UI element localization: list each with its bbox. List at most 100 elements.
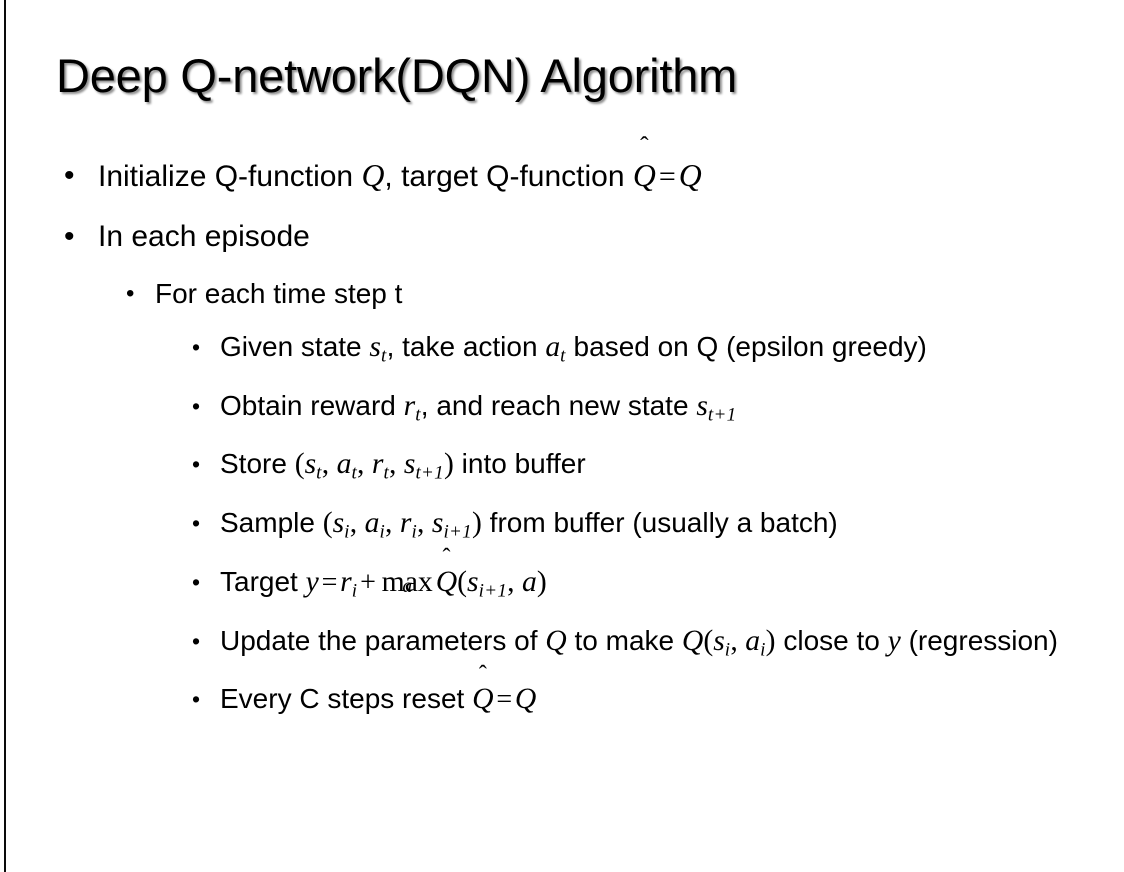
math-var-q: Q (681, 624, 704, 657)
math-subscript: i (724, 639, 731, 661)
list-item-text: Initialize Q-function Q, target Q-functi… (98, 146, 1124, 207)
math-separator: , (357, 448, 372, 481)
text-fragment: Store (220, 448, 295, 480)
list-item-text: Sample (si, ai, ri, si+1) from buffer (u… (220, 500, 1124, 556)
math-var-s: s (403, 448, 416, 481)
bullet-glyph: • (192, 334, 201, 360)
list-item-text: For each time step t (155, 278, 403, 309)
math-equals: = (496, 684, 513, 716)
math-var-q: Q (472, 683, 494, 716)
math-subscript: i (411, 521, 418, 543)
math-equals: = (321, 566, 338, 598)
math-paren-open: ( (294, 448, 305, 481)
math-var-a: a (522, 565, 537, 598)
math-paren-close: ) (765, 624, 776, 657)
list-item-target-equation: • Target y=ri+maxâQ(si+1, a) (0, 556, 1124, 615)
text-fragment: close to (775, 624, 888, 656)
math-var-a: a (364, 507, 380, 540)
math-subscript: i+1 (443, 521, 472, 543)
bullet-glyph: • (192, 451, 201, 478)
text-fragment: to make (566, 624, 682, 656)
math-paren-open: ( (457, 565, 468, 598)
left-edge-rule (4, 0, 6, 872)
math-subscript: i (379, 521, 386, 543)
math-var-q: Q (632, 158, 656, 193)
text-fragment: Initialize Q-function (98, 160, 362, 193)
math-separator: , (385, 507, 400, 540)
text-fragment: Sample (220, 507, 323, 539)
list-item-text: Every C steps reset ̂Q=Q (220, 676, 1124, 723)
math-subscript: t+1 (415, 463, 444, 485)
math-paren-open: ( (322, 507, 333, 540)
math-var-q-hat: ̂Q (436, 559, 457, 605)
bullet-glyph: • (192, 686, 201, 713)
text-fragment: into buffer (453, 448, 586, 480)
text-fragment: , and reach new state (420, 389, 697, 421)
text-fragment: , take action (386, 331, 546, 362)
text-fragment: from buffer (usually a batch) (481, 507, 838, 539)
math-var-q: Q (514, 683, 537, 716)
list-item-store-transition: • Store (st, at, rt, st+1) into buffer (0, 438, 1124, 497)
math-var-s: s (467, 565, 479, 598)
bullet-glyph: • (64, 159, 75, 192)
list-item-text: Store (st, at, rt, st+1) into buffer (220, 441, 1124, 497)
bullet-glyph: • (126, 280, 135, 307)
text-fragment: based on Q (epsilon greedy) (565, 331, 927, 362)
math-var-s: s (332, 507, 345, 540)
list-item-in-each-episode: • In each episode (0, 207, 1124, 267)
math-var-q: Q (435, 565, 458, 598)
list-item-text: Target y=ri+maxâQ(si+1, a) (220, 559, 1124, 615)
bullet-glyph: • (192, 568, 201, 595)
math-var-s: s (431, 507, 444, 540)
text-fragment: , target Q-function (384, 160, 633, 193)
math-var-y: y (305, 565, 319, 598)
math-subscript: t+1 (707, 404, 737, 426)
math-paren-close: ) (536, 565, 547, 598)
math-var-q-hat: ̂Q (633, 146, 656, 207)
max-label: max (381, 565, 433, 598)
math-subscript: t (560, 345, 566, 367)
math-subscript: t (415, 404, 421, 426)
math-var-q: Q (545, 624, 567, 657)
list-item-obtain-reward: • Obtain reward rt, and reach new state … (0, 380, 1124, 439)
list-item-text: In each episode (98, 220, 310, 253)
math-var-s: s (713, 624, 725, 657)
math-subscript: i (760, 639, 766, 661)
math-var-r: r (399, 507, 412, 540)
math-plus: + (360, 566, 376, 598)
math-var-s: s (696, 389, 708, 422)
text-fragment: (regression) (900, 624, 1058, 656)
math-separator: , (417, 507, 432, 540)
math-var-s: s (369, 331, 381, 363)
math-separator: , (321, 448, 337, 481)
math-var-q-hat: ̂Q (472, 676, 493, 722)
bullet-glyph: • (192, 510, 201, 537)
list-item-for-each-time-step: • For each time step t (0, 267, 1124, 321)
page-title: Deep Q-network(DQN) Algorithm (56, 49, 738, 102)
list-item-given-state: • Given state st, take action at based o… (0, 321, 1124, 380)
list-item-text: Given state st, take action at based on … (220, 324, 1124, 380)
text-fragment: Every C steps reset (220, 683, 473, 715)
bullet-glyph: • (192, 392, 201, 419)
math-subscript: i (344, 521, 350, 543)
math-subscript: t (316, 463, 322, 485)
math-var-a: a (336, 448, 352, 481)
math-subscript: t (351, 463, 358, 485)
math-separator: , (730, 624, 746, 657)
bullet-glyph: • (64, 220, 75, 253)
algorithm-bullet-list: • Initialize Q-function Q, target Q-func… (0, 146, 1124, 723)
list-item-reset-target-network: • Every C steps reset ̂Q=Q (0, 673, 1124, 723)
math-var-q: Q (361, 158, 385, 193)
math-var-s: s (304, 448, 317, 481)
math-var-r: r (340, 565, 352, 598)
text-fragment: Given state (220, 331, 370, 362)
math-var-q: Q (678, 158, 702, 193)
math-var-y: y (887, 624, 901, 657)
math-subscript: i (351, 580, 358, 602)
math-paren-close: ) (443, 448, 454, 481)
text-fragment: Update the parameters of (220, 624, 546, 656)
list-item-initialize: • Initialize Q-function Q, target Q-func… (0, 146, 1124, 207)
list-item-update-parameters: • Update the parameters of Q to make Q(s… (0, 615, 1124, 674)
